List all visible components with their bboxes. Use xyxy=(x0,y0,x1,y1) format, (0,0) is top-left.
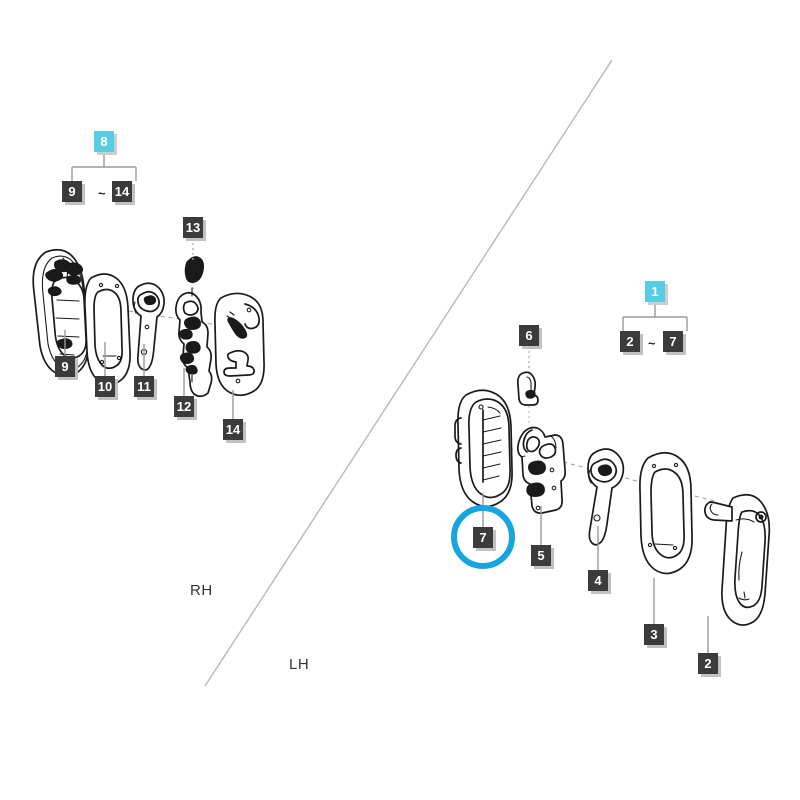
rh-lh-divider xyxy=(204,59,613,687)
part-12-rh-latch-mechanism xyxy=(174,287,213,398)
callout-badge-6[interactable]: 6 xyxy=(519,325,539,346)
group-badge-1[interactable]: 1 xyxy=(645,281,665,302)
group-child-badge-9[interactable]: 9 xyxy=(62,181,82,202)
part-9-rh-handle-housing xyxy=(32,248,90,377)
callout-badge-12[interactable]: 12 xyxy=(174,396,194,417)
group-bracket-rh xyxy=(71,154,137,181)
part-11-rh-lever xyxy=(132,282,165,371)
part-4-lh-lever xyxy=(587,448,625,546)
part-10-rh-bezel xyxy=(84,273,131,386)
callout-badge-5[interactable]: 5 xyxy=(531,545,551,566)
part-7-lh-housing-shell xyxy=(454,389,513,508)
side-label-lh: LH xyxy=(289,656,310,673)
callout-badge-14[interactable]: 14 xyxy=(223,419,243,440)
callout-badge-10[interactable]: 10 xyxy=(95,376,115,397)
group-child-badge-2[interactable]: 2 xyxy=(620,331,640,352)
side-label-rh: RH xyxy=(190,582,213,599)
callout-badge-11[interactable]: 11 xyxy=(134,376,154,397)
part-2-lh-grab-handle xyxy=(704,493,771,626)
group-child-badge-7[interactable]: 7 xyxy=(663,331,683,352)
part-3-lh-bezel xyxy=(639,451,693,575)
callout-badge-9[interactable]: 9 xyxy=(55,356,75,377)
callout-leaders xyxy=(64,238,709,653)
callout-badge-3[interactable]: 3 xyxy=(644,624,664,645)
callout-badge-2[interactable]: 2 xyxy=(698,653,718,674)
group-child-badge-14[interactable]: 14 xyxy=(112,181,132,202)
range-tilde-lh: ~ xyxy=(648,336,656,351)
group-badge-8[interactable]: 8 xyxy=(94,131,114,152)
part-6-lh-lock-clip xyxy=(516,371,539,406)
callout-badge-7[interactable]: 7 xyxy=(473,527,493,548)
callout-badge-13[interactable]: 13 xyxy=(183,217,203,238)
part-14-rh-cover xyxy=(214,292,265,397)
part-5-lh-latch-mechanism xyxy=(516,426,567,514)
range-tilde-rh: ~ xyxy=(98,186,106,201)
callout-badge-4[interactable]: 4 xyxy=(588,570,608,591)
part-13-rh-clip xyxy=(184,256,205,283)
group-bracket-lh xyxy=(622,304,688,331)
